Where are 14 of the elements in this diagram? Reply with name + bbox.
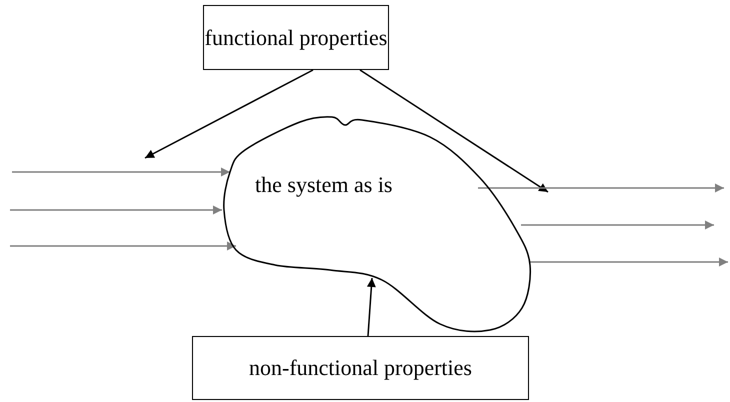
arrow (521, 220, 714, 230)
arrow (144, 69, 314, 159)
node-label: the system as is (255, 172, 392, 198)
arrow (10, 242, 236, 250)
arrow (366, 278, 376, 336)
node-label: non-functional properties (249, 355, 472, 381)
arrow (478, 184, 724, 192)
process-box (192, 336, 529, 400)
arrow (10, 206, 222, 214)
arrow (360, 69, 548, 193)
process-box (203, 5, 389, 70)
arrow (530, 258, 728, 266)
arrow (12, 168, 230, 176)
node-label: functional properties (204, 24, 388, 50)
